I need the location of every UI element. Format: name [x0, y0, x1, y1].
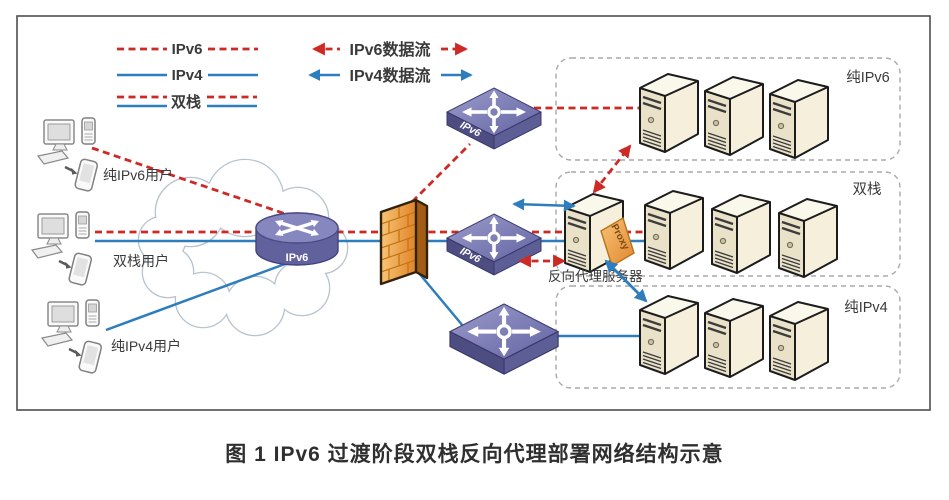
group-dual-label: 双栈	[853, 181, 882, 198]
switch-ipv6-mid-icon	[445, 212, 543, 277]
link-firewall-switchbottom	[417, 271, 469, 333]
flow-ipv6-proxy-ipv6servers	[592, 144, 632, 194]
switch-bottom-icon	[450, 304, 558, 374]
group-box-ipv6	[555, 57, 901, 161]
server-icon	[777, 197, 839, 279]
firewall-icon	[379, 198, 429, 286]
proxy-tag: Proxy	[600, 216, 635, 268]
switch-ipv6-top-icon	[445, 86, 543, 151]
server-icon	[703, 75, 765, 157]
group-box-ipv4	[555, 285, 901, 389]
legend: IPv6 IPv4 双栈 IPv6数据流 IPv4数据流	[117, 40, 473, 111]
ipv4-users-label: 纯IPv4用户	[111, 338, 181, 354]
group-ipv4-label: 纯IPv4	[844, 299, 888, 316]
network-diagram: IPv6 IPv4 双栈 IPv6数据流 IPv4数据流	[16, 15, 931, 411]
flow-arrows	[512, 144, 648, 303]
legend-dual-label: 双栈	[171, 93, 201, 111]
ipv6-users-icon	[36, 116, 100, 193]
server-icon	[638, 294, 700, 376]
diagram-border	[16, 15, 931, 411]
figure-caption: 图 1 IPv6 过渡阶段双栈反向代理部署网络结构示意	[225, 443, 724, 466]
reverse-proxy-label: 反向代理服务器	[548, 269, 643, 284]
legend-ipv6-label: IPv6	[172, 41, 203, 58]
group-box-dual	[555, 171, 901, 277]
legend-ipv4-label: IPv4	[172, 67, 204, 84]
server-icon	[710, 193, 772, 275]
link-ipv6users-router	[91, 146, 316, 226]
link-firewall-switchtop	[403, 143, 471, 211]
server-icon	[703, 297, 765, 379]
server-icon	[768, 78, 830, 160]
legend-ipv4-flow-label: IPv4数据流	[350, 66, 431, 85]
flow-ipv4-switch-proxy	[512, 198, 576, 212]
flow-ipv4-proxy-ipv4servers	[604, 259, 648, 303]
group-ipv6-label: 纯IPv6	[846, 69, 890, 86]
link-ipv4users-router	[105, 252, 313, 332]
router-label: IPv6	[286, 252, 309, 264]
legend-ipv6-flow-label: IPv6数据流	[350, 40, 431, 59]
server-icon	[638, 72, 700, 154]
ipv6-users-label: 纯IPv6用户	[103, 167, 173, 183]
ipv4-users-icon	[40, 298, 104, 375]
server-icon	[768, 300, 830, 382]
links	[91, 106, 652, 338]
router-icon: IPv6	[255, 212, 339, 266]
dual-users-icon	[30, 210, 94, 287]
dual-users-label: 双栈用户	[113, 253, 169, 269]
server-icon	[643, 189, 705, 271]
